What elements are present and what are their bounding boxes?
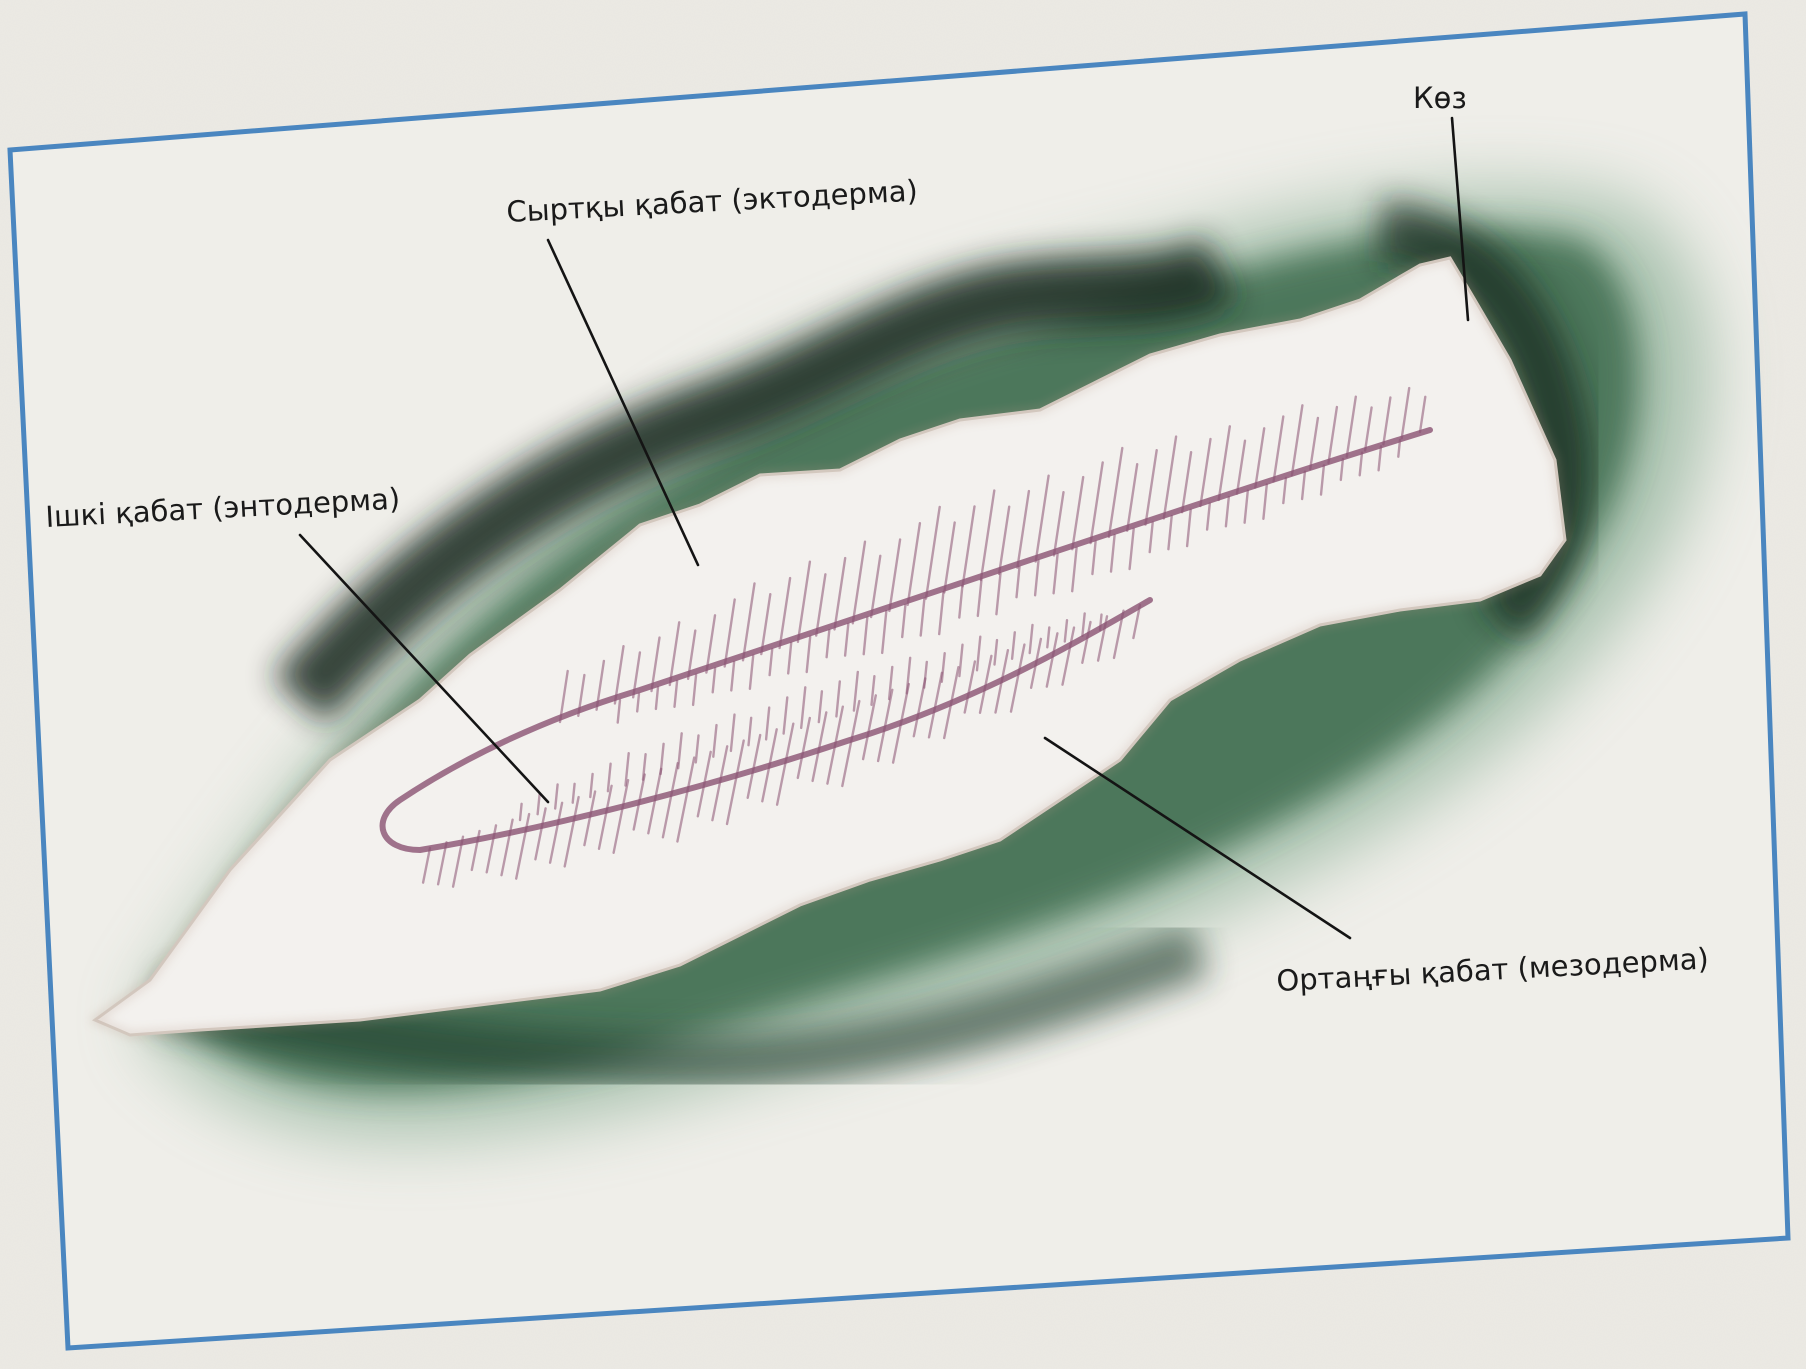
- eye-label: Көз: [1413, 81, 1467, 115]
- gut-side-branch: [1100, 615, 1102, 630]
- gut-side-branch: [1398, 440, 1400, 457]
- gut-side-branch: [520, 804, 522, 820]
